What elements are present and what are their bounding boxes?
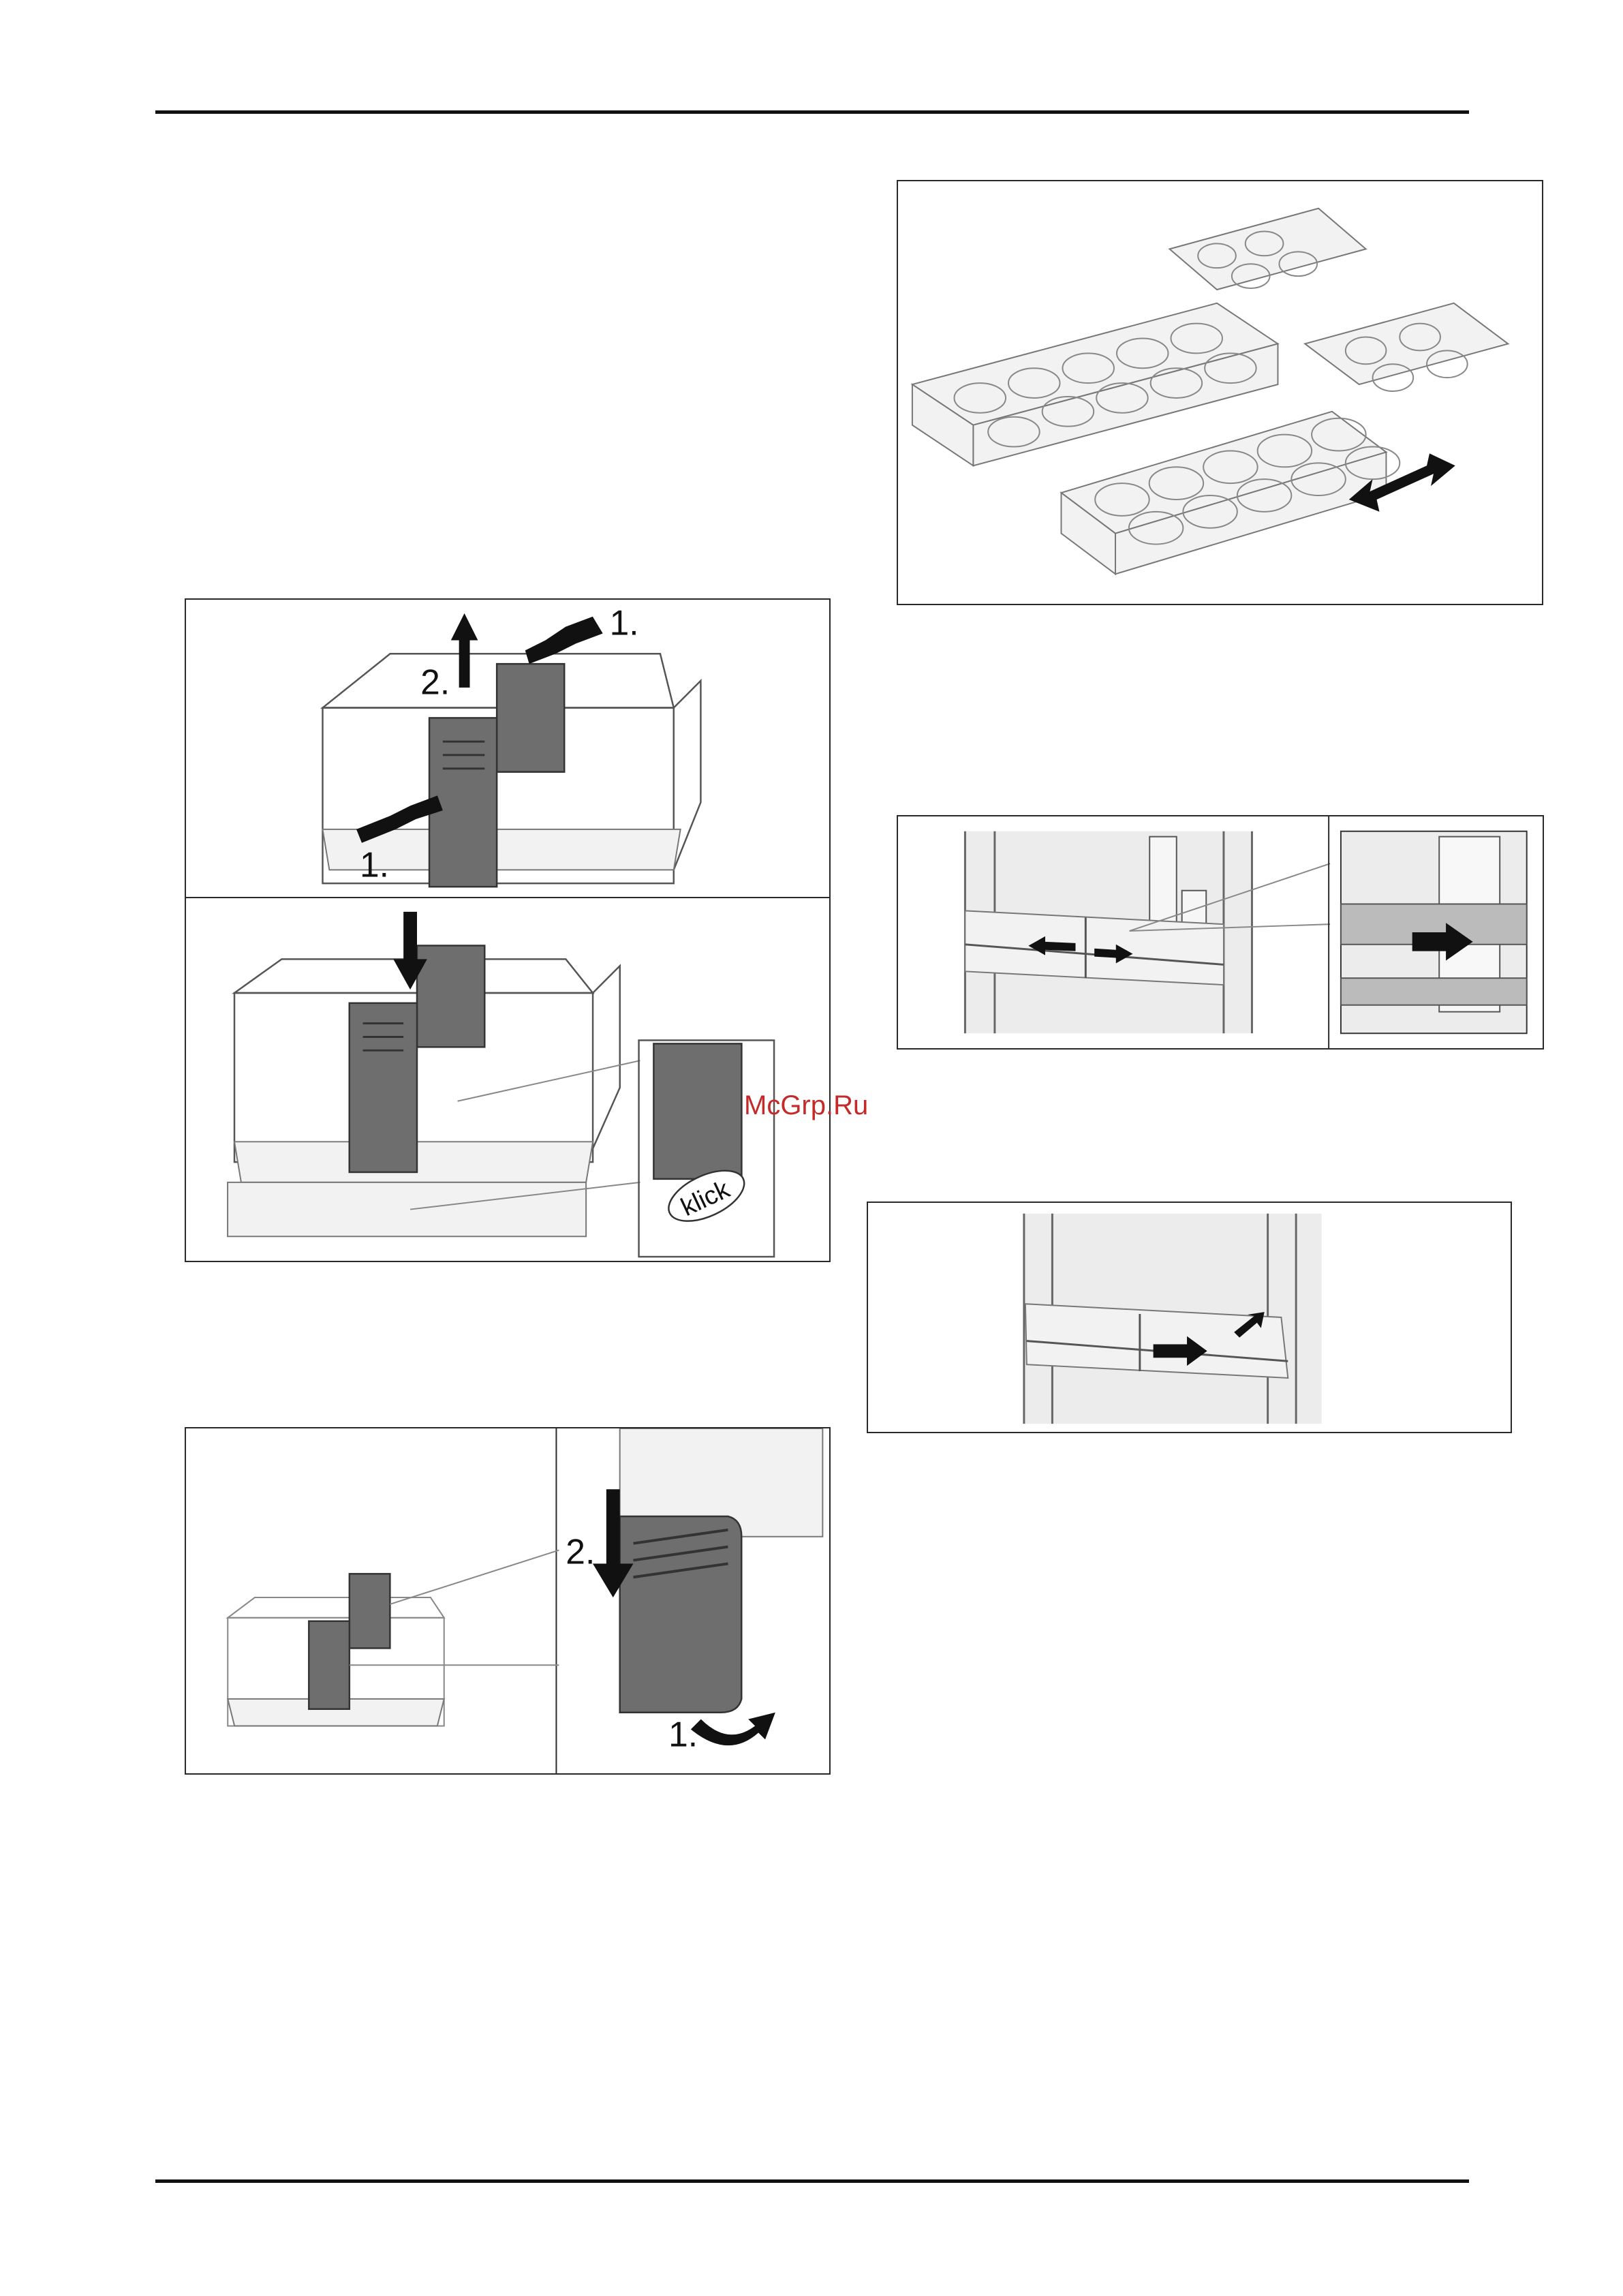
divider-figure-upper: 1. 2. 1. xyxy=(185,598,831,898)
watermark: McGrp.Ru xyxy=(744,1090,868,1121)
door-shelf-remove-figure xyxy=(867,1201,1512,1433)
egg-tray-illustration xyxy=(898,181,1542,604)
egg-tray-figure xyxy=(897,180,1543,605)
divider-figure-remove: 2. 1. xyxy=(185,1427,831,1775)
divider-figure-insert: klick xyxy=(185,897,831,1262)
step-label: 1. xyxy=(360,844,389,884)
door-shelf-illustration xyxy=(898,816,1543,1048)
divider-slide-illustration: 1. 2. 1. xyxy=(186,600,829,897)
header-rule xyxy=(155,110,1469,114)
step-label: 1. xyxy=(668,1714,698,1754)
step-label: 2. xyxy=(420,662,450,702)
step-label: 2. xyxy=(566,1531,595,1571)
divider-remove-illustration: 2. 1. xyxy=(186,1428,829,1773)
divider-insert-illustration: klick xyxy=(186,898,829,1261)
door-shelf-figure xyxy=(897,815,1544,1050)
step-label: 1. xyxy=(610,603,639,643)
door-shelf-remove-illustration xyxy=(868,1203,1511,1432)
footer-rule xyxy=(155,2179,1469,2183)
